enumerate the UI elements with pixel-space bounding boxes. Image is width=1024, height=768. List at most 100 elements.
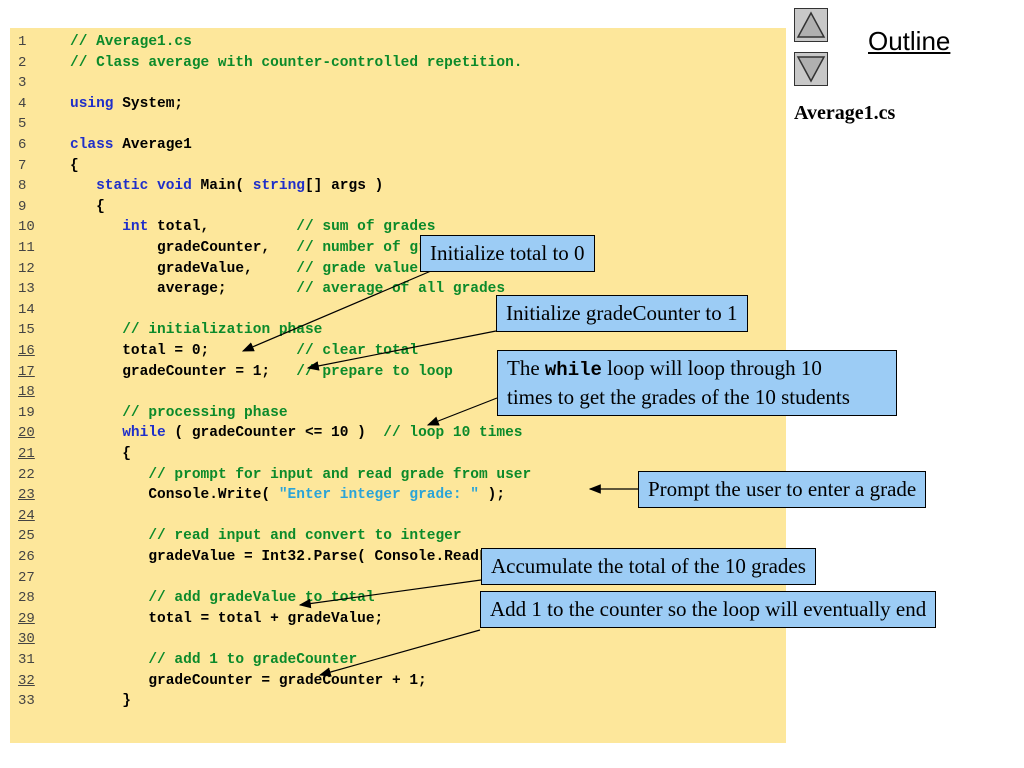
code-token: { bbox=[70, 446, 131, 462]
code-token bbox=[70, 322, 122, 338]
code-comment: // add gradeValue to total bbox=[148, 590, 375, 607]
code-text: // prompt for input and read grade from … bbox=[70, 465, 531, 485]
code-token bbox=[70, 652, 148, 668]
line-number: 15 bbox=[18, 322, 35, 339]
code-text: // Class average with counter-controlled… bbox=[70, 53, 522, 73]
line-number: 27 bbox=[18, 569, 35, 586]
code-text: // read input and convert to integer bbox=[70, 526, 462, 546]
line-number: 29 bbox=[18, 610, 35, 627]
callout-increment: Add 1 to the counter so the loop will ev… bbox=[480, 591, 937, 628]
triangle-down-icon bbox=[796, 56, 826, 83]
code-text: // Average1.cs bbox=[70, 32, 192, 52]
line-number: 20 bbox=[18, 425, 35, 442]
code-token: average; bbox=[70, 281, 297, 298]
line-number: 25 bbox=[18, 528, 35, 545]
code-comment: // sum of grades bbox=[296, 219, 436, 236]
line-number: 4 bbox=[18, 95, 27, 112]
line-number: 31 bbox=[18, 652, 35, 668]
code-keyword: class bbox=[70, 137, 114, 153]
code-token: total = total + gradeValue; bbox=[70, 610, 384, 627]
code-text: { bbox=[70, 444, 131, 464]
line-number: 22 bbox=[18, 466, 35, 483]
callout-init-counter: Initialize gradeCounter to 1 bbox=[496, 295, 748, 332]
code-comment: // prepare to loop bbox=[296, 363, 453, 380]
code-comment: // processing phase bbox=[122, 404, 288, 421]
line-number: 13 bbox=[18, 281, 35, 298]
code-token bbox=[70, 528, 148, 544]
code-comment: // prompt for input and read grade from … bbox=[148, 466, 532, 483]
code-token bbox=[70, 425, 122, 441]
code-string: "Enter integer grade: " bbox=[278, 487, 479, 504]
line-number: 18 bbox=[18, 384, 35, 401]
callout-prompt: Prompt the user to enter a grade bbox=[638, 471, 927, 508]
callout-while-loop: The while loop will loop through 10 time… bbox=[497, 350, 897, 416]
line-number: 2 bbox=[18, 54, 27, 71]
code-text: { bbox=[70, 197, 105, 217]
code-keyword: using bbox=[70, 95, 114, 112]
code-token: gradeCounter = 1; bbox=[70, 363, 297, 380]
code-comment: // read input and convert to integer bbox=[148, 528, 462, 545]
code-text: int total, // sum of grades bbox=[70, 217, 436, 237]
code-text: } bbox=[70, 691, 131, 711]
callout-while-post: loop will loop through 10 bbox=[601, 356, 822, 380]
code-text: static void Main( string[] args ) bbox=[70, 176, 383, 196]
code-keyword: static bbox=[96, 178, 149, 195]
code-keyword: while bbox=[122, 425, 166, 442]
code-token bbox=[70, 590, 148, 606]
code-token: total, bbox=[148, 219, 297, 236]
code-token: Console.Write( bbox=[70, 487, 279, 504]
code-keyword: void bbox=[157, 178, 192, 195]
outline-link[interactable]: Outline bbox=[868, 26, 951, 56]
code-token bbox=[70, 178, 96, 194]
code-token bbox=[148, 178, 157, 194]
code-text: gradeValue, // grade value bbox=[70, 259, 418, 279]
next-slide-button[interactable] bbox=[794, 52, 828, 86]
code-token: gradeCounter, bbox=[70, 240, 297, 256]
line-number: 16 bbox=[18, 343, 35, 359]
line-number: 7 bbox=[18, 157, 27, 174]
code-comment: // initialization phase bbox=[122, 322, 323, 339]
code-token: total = 0; bbox=[70, 343, 297, 359]
code-comment: // average of all grades bbox=[296, 281, 506, 298]
line-number: 32 bbox=[18, 672, 35, 689]
code-text: gradeCounter = gradeCounter + 1; bbox=[70, 671, 427, 691]
line-number: 9 bbox=[18, 198, 27, 215]
line-number: 3 bbox=[18, 75, 27, 92]
triangle-up-icon bbox=[796, 11, 826, 38]
line-number: 14 bbox=[18, 301, 35, 318]
code-comment: // clear total bbox=[296, 343, 419, 359]
code-token: System; bbox=[113, 95, 184, 112]
code-text: average; // average of all grades bbox=[70, 279, 505, 299]
code-text: using System; bbox=[70, 94, 183, 114]
code-token bbox=[70, 467, 148, 483]
line-number: 30 bbox=[18, 631, 35, 648]
code-text: total = 0; // clear total bbox=[70, 341, 418, 361]
code-token bbox=[70, 405, 122, 421]
line-number: 10 bbox=[18, 219, 35, 236]
code-comment: // Class average with counter-controlled… bbox=[70, 54, 523, 71]
code-text: { bbox=[70, 156, 79, 176]
code-token: { bbox=[70, 198, 105, 215]
code-text: class Average1 bbox=[70, 135, 192, 155]
code-text: // add gradeValue to total bbox=[70, 588, 375, 608]
code-comment: // loop 10 times bbox=[383, 425, 523, 442]
callout-while-keyword: while bbox=[544, 359, 602, 381]
line-number: 33 bbox=[18, 693, 35, 710]
code-token: gradeCounter = gradeCounter + 1; bbox=[70, 672, 427, 689]
line-number: 6 bbox=[18, 137, 27, 153]
line-number: 26 bbox=[18, 549, 35, 565]
callout-while-pre: The bbox=[507, 356, 545, 380]
code-comment: // add 1 to gradeCounter bbox=[148, 652, 358, 668]
code-text: // initialization phase bbox=[70, 320, 322, 340]
code-token: [] args ) bbox=[304, 178, 384, 195]
previous-slide-button[interactable] bbox=[794, 8, 828, 42]
line-number: 21 bbox=[18, 446, 35, 462]
line-number: 17 bbox=[18, 363, 35, 380]
callout-while-line2: times to get the grades of the 10 studen… bbox=[507, 385, 850, 409]
line-number: 1 bbox=[18, 34, 27, 50]
code-text: gradeCounter = 1; // prepare to loop bbox=[70, 362, 453, 382]
code-token: ( gradeCounter <= 10 ) bbox=[165, 425, 384, 442]
callout-accumulate: Accumulate the total of the 10 grades bbox=[481, 548, 816, 585]
line-number: 19 bbox=[18, 404, 35, 421]
code-keyword: int bbox=[122, 219, 149, 236]
